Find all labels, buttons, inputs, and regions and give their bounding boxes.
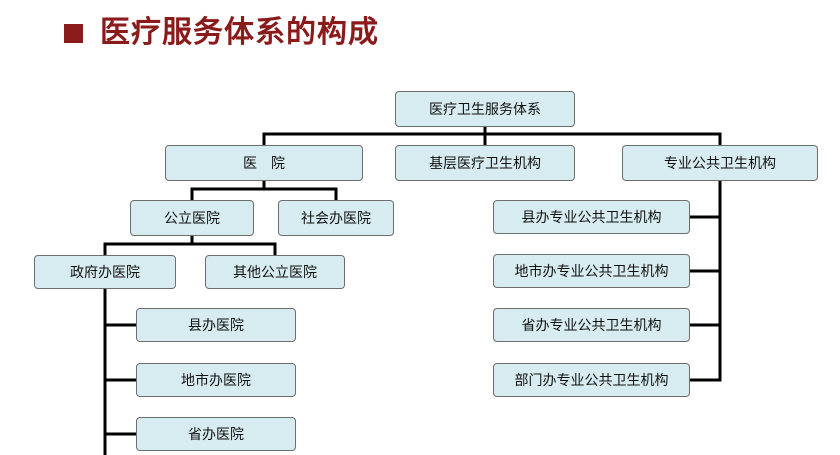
node-root: 医疗卫生服务体系 [395, 91, 575, 127]
node-hospital: 医 院 [165, 145, 363, 181]
node-private-hospital: 社会办医院 [278, 200, 394, 236]
node-province-hospital: 省办医院 [136, 417, 296, 451]
node-county-public-health: 县办专业公共卫生机构 [493, 200, 690, 234]
node-city-hospital: 地市办医院 [136, 363, 296, 397]
node-province-public-health: 省办专业公共卫生机构 [493, 308, 690, 342]
title-bullet-square [64, 24, 83, 43]
node-city-public-health: 地市办专业公共卫生机构 [493, 254, 690, 288]
node-public-health: 专业公共卫生机构 [622, 145, 818, 181]
node-other-public-hospital: 其他公立医院 [205, 255, 345, 289]
node-government-hospital: 政府办医院 [34, 255, 176, 289]
node-department-public-health: 部门办专业公共卫生机构 [493, 363, 690, 397]
node-public-hospital: 公立医院 [130, 200, 254, 236]
node-primary-care: 基层医疗卫生机构 [395, 145, 575, 181]
node-county-hospital: 县办医院 [136, 308, 296, 342]
page-title: 医疗服务体系的构成 [100, 15, 379, 50]
